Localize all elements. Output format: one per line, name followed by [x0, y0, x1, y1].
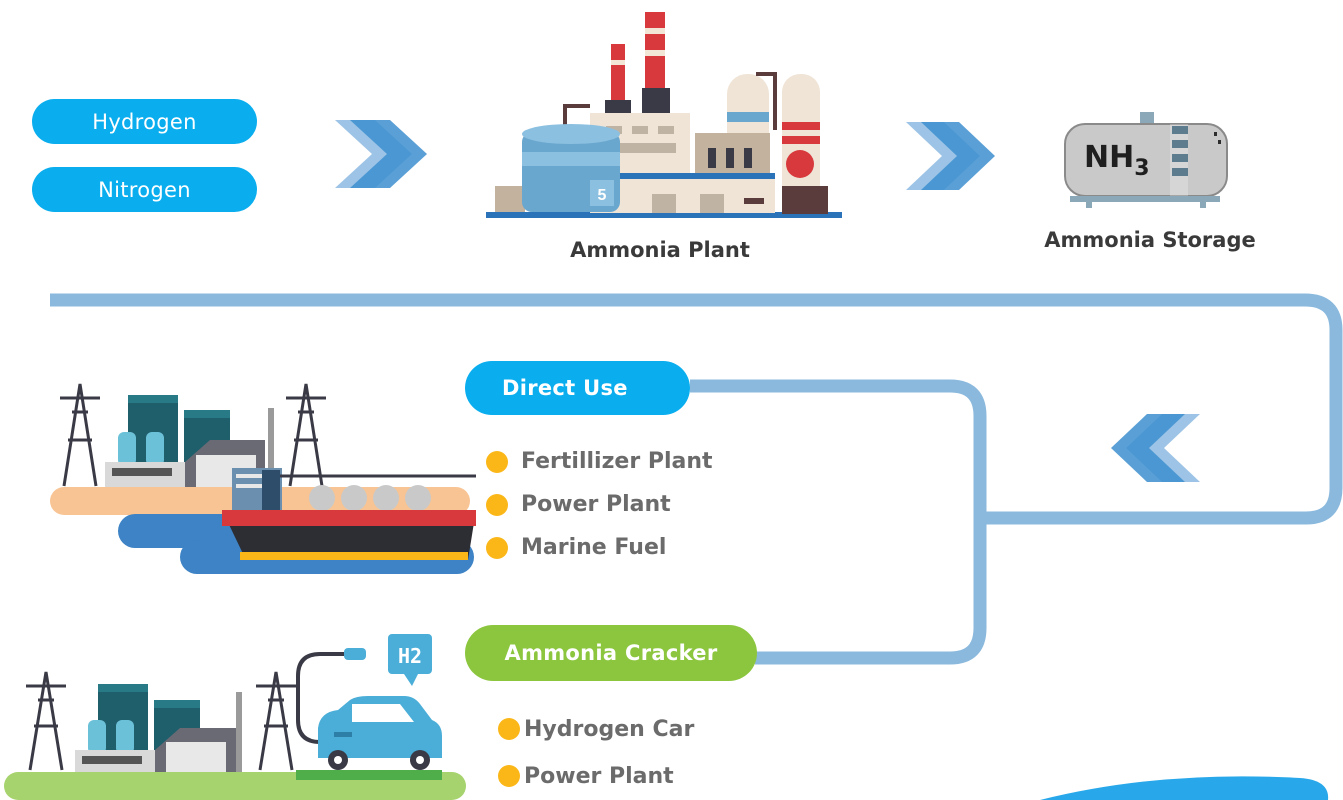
ammonia-cracker-pill: Ammonia Cracker	[465, 625, 757, 681]
chevron-right-icon-2	[906, 122, 995, 190]
input-hydrogen-pill: Hydrogen	[32, 99, 257, 144]
chevron-left-icon	[1111, 414, 1200, 482]
list-item: Fertillizer Plant	[486, 440, 713, 483]
cracker-list: Hydrogen Car Power Plant	[498, 704, 694, 798]
direct-use-pill: Direct Use	[465, 361, 690, 415]
list-item: Hydrogen Car	[498, 704, 694, 754]
direct-use-list: Fertillizer Plant Power Plant Marine Fue…	[486, 440, 713, 569]
bullet-dot	[486, 536, 508, 559]
ammonia-plant-label: Ammonia Plant	[570, 238, 750, 262]
bullet-dot	[486, 450, 508, 473]
input-nitrogen-pill: Nitrogen	[32, 167, 257, 212]
flow-pipe	[50, 293, 1343, 525]
nh3-formula-sub: 3	[1134, 156, 1149, 181]
water-wave	[1040, 776, 1329, 800]
bullet-dot	[498, 718, 520, 740]
list-item: Marine Fuel	[486, 526, 713, 569]
ammonia-storage-tank-icon: NH3	[1064, 112, 1228, 208]
h2-sign-label: H2	[398, 644, 422, 668]
factory-car-illustration: H2	[4, 634, 466, 800]
factory-ship-illustration	[50, 383, 476, 574]
list-item: Power Plant	[486, 483, 713, 526]
chevron-right-icon-1	[335, 120, 427, 188]
bullet-dot	[486, 493, 508, 516]
ammonia-storage-label: Ammonia Storage	[1044, 228, 1256, 252]
list-item: Power Plant	[498, 754, 694, 798]
plant-tank-mark: 5	[598, 187, 607, 204]
ammonia-plant-icon: 5	[486, 12, 842, 218]
nh3-formula-main: NH	[1084, 140, 1134, 175]
bullet-dot	[498, 765, 520, 787]
svg-text:NH3: NH3	[1084, 140, 1150, 181]
branch-pipe	[690, 379, 987, 665]
